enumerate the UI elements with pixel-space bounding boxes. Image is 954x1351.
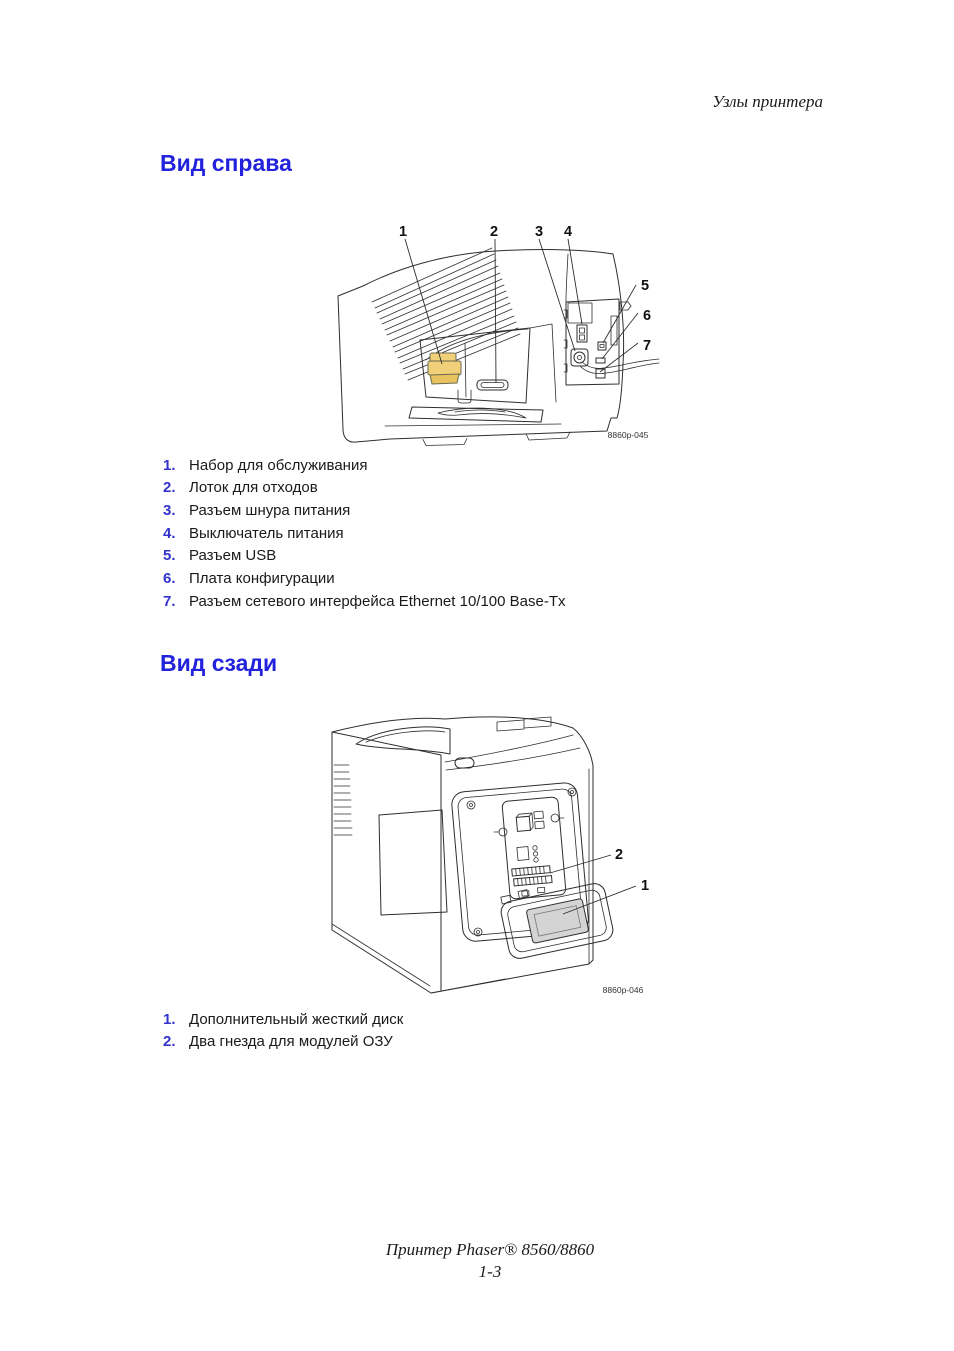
right-view-list: 1. Набор для обслуживания 2. Лоток для отх… xyxy=(163,454,566,613)
right-view-illustration: 1 2 3 4 5 6 7 8860p-045 xyxy=(337,224,660,446)
output-tray-edges xyxy=(496,716,552,732)
section-title-right-view: Вид справа xyxy=(160,150,292,176)
item-number: 2. xyxy=(163,1033,176,1051)
callout-leaders xyxy=(404,238,639,384)
list-item: 3. Разъем шнура питания xyxy=(163,499,566,522)
power-cord xyxy=(579,358,660,375)
waste-tray xyxy=(476,379,509,391)
printer-feet xyxy=(422,431,571,446)
item-label: Дополнительный жесткий диск xyxy=(189,1010,404,1028)
callout-3: 3 xyxy=(535,224,543,240)
item-number: 7. xyxy=(163,592,176,610)
item-number: 5. xyxy=(163,547,176,565)
list-item: 1. Дополнительный жесткий диск xyxy=(163,1008,403,1031)
item-number: 4. xyxy=(163,524,176,542)
power-switch xyxy=(576,324,588,343)
callout-4: 4 xyxy=(564,224,572,240)
latch-handle xyxy=(454,757,475,769)
usb-port xyxy=(597,341,607,351)
back-cover xyxy=(451,782,589,942)
list-item: 4. Выключатель питания xyxy=(163,522,566,545)
callout-1: 1 xyxy=(641,878,649,894)
item-label: Разъем сетевого интерфейса Ethernet 10/1… xyxy=(189,592,566,610)
figure-id-label: 8860p-046 xyxy=(603,985,644,995)
body-seam xyxy=(565,253,569,303)
list-item: 7. Разъем сетевого интерфейса Ethernet 10… xyxy=(163,590,566,613)
page-footer: Принтер Phaser® 8560/8860 1-3 xyxy=(160,1239,820,1283)
callout-leaders xyxy=(549,854,637,915)
printer-body-outline xyxy=(337,249,625,443)
item-number: 3. xyxy=(163,502,176,520)
open-front-flap xyxy=(384,406,562,427)
config-card-slot xyxy=(610,315,618,346)
figure-id-label: 8860p-045 xyxy=(608,430,649,440)
callout-2: 2 xyxy=(615,847,623,863)
item-label: Плата конфигурации xyxy=(189,570,335,588)
base-edges xyxy=(331,923,506,994)
access-door xyxy=(500,883,614,959)
callout-5: 5 xyxy=(641,278,649,294)
item-number: 1. xyxy=(163,456,176,474)
rear-view-list: 1. Дополнительный жесткий диск 2. Два гнез… xyxy=(163,1008,403,1053)
callout-2: 2 xyxy=(490,224,498,240)
vent-hatch-panel xyxy=(371,247,521,381)
rear-view-illustration: 2 1 8860p-046 xyxy=(331,716,649,995)
rear-top-curves xyxy=(444,734,581,771)
callout-6: 6 xyxy=(643,308,651,324)
section-title-rear-view: Вид сзади xyxy=(160,650,278,676)
item-label: Набор для обслуживания xyxy=(189,456,368,474)
corner-edge xyxy=(331,731,442,992)
item-number: 6. xyxy=(163,570,176,588)
ram-slots xyxy=(511,865,553,887)
running-header: Узлы принтера xyxy=(712,92,823,111)
list-item: 6. Плата конфигурации xyxy=(163,567,566,590)
footer-product-line: Принтер Phaser® 8560/8860 xyxy=(385,1240,595,1259)
io-panel xyxy=(501,796,567,900)
list-item: 2. Два гнезда для модулей ОЗУ xyxy=(163,1031,403,1054)
item-label: Выключатель питания xyxy=(189,524,344,542)
power-inlet xyxy=(570,348,589,367)
side-door-panel xyxy=(378,809,448,916)
item-number: 2. xyxy=(163,479,176,497)
vent-lines xyxy=(333,764,353,836)
top-handle xyxy=(355,726,451,755)
config-card xyxy=(595,357,606,364)
maintenance-kit xyxy=(427,352,462,385)
callout-7: 7 xyxy=(643,338,651,354)
item-label: Лоток для отходов xyxy=(189,479,318,497)
list-item: 2. Лоток для отходов xyxy=(163,477,566,500)
footer-page-number: 1-3 xyxy=(478,1262,502,1281)
item-label: Разъем шнура питания xyxy=(189,502,351,520)
list-item: 1. Набор для обслуживания xyxy=(163,454,566,477)
list-item: 5. Разъем USB xyxy=(163,545,566,568)
callout-1: 1 xyxy=(399,224,407,240)
item-label: Два гнезда для модулей ОЗУ xyxy=(189,1033,393,1051)
item-label: Разъем USB xyxy=(189,547,277,565)
item-number: 1. xyxy=(163,1010,176,1028)
hard-drive xyxy=(526,898,589,944)
